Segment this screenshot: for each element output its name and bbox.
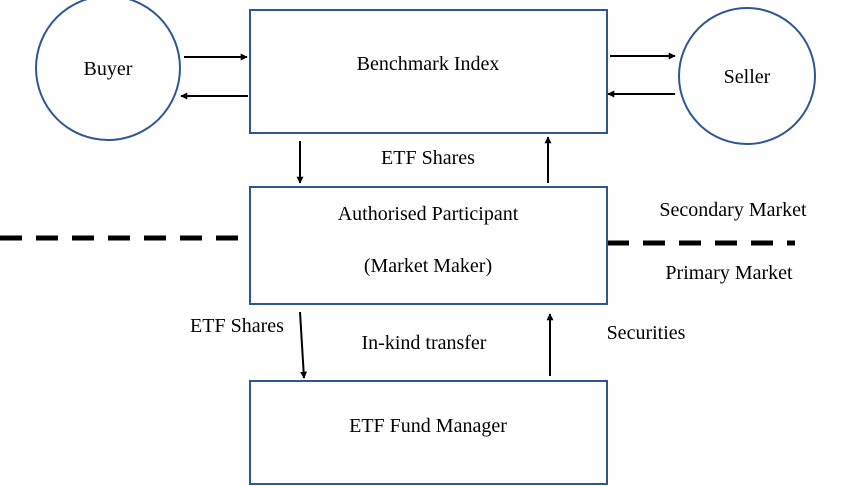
benchmark-index-box: [249, 9, 608, 134]
authorised-participant-label: Authorised Participant: [338, 203, 519, 225]
benchmark-index-label: Benchmark Index: [357, 53, 500, 75]
authorised-participant-box: [249, 186, 608, 305]
seller-node: [678, 7, 816, 145]
market-maker-label: (Market Maker): [364, 255, 492, 277]
buyer-label: Buyer: [84, 58, 133, 80]
etf-shares-upper-label: ETF Shares: [381, 147, 475, 169]
etf-fund-manager-label: ETF Fund Manager: [349, 415, 507, 437]
seller-label: Seller: [724, 66, 771, 88]
secondary-market-label: Secondary Market: [659, 199, 807, 221]
arrow-participant-to-manager: [299, 311, 308, 379]
in-kind-transfer-label: In-kind transfer: [362, 332, 487, 354]
buyer-node: [35, 0, 181, 141]
etf-fund-manager-box: [249, 380, 608, 485]
primary-market-label: Primary Market: [665, 262, 793, 284]
securities-label: Securities: [607, 322, 686, 344]
etf-shares-lower-label: ETF Shares: [190, 315, 284, 337]
